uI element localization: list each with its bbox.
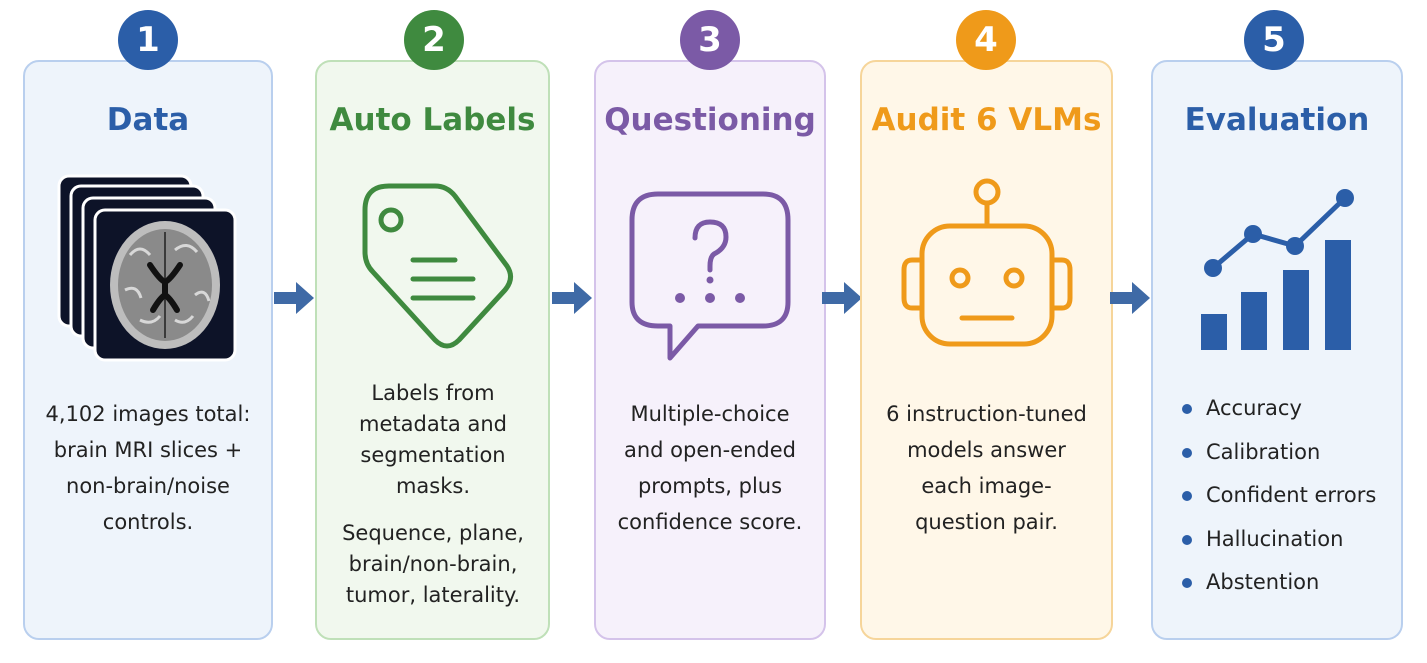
metric-item-hallucination: Hallucination bbox=[1178, 518, 1376, 562]
mri-stack-icon bbox=[57, 174, 237, 362]
tag-icon bbox=[362, 183, 513, 349]
arrow-right-icon bbox=[822, 282, 862, 314]
step-card-audit-vlms bbox=[860, 60, 1113, 640]
step-badge-4: 4 bbox=[956, 10, 1016, 70]
arrow-right-icon bbox=[552, 282, 592, 314]
step-title-data: Data bbox=[106, 102, 190, 138]
step-badge-1: 1 bbox=[118, 10, 178, 70]
metric-item-accuracy: Accuracy bbox=[1178, 387, 1376, 431]
bar-chart-trend-icon bbox=[1201, 189, 1354, 350]
step-badge-2: 2 bbox=[404, 10, 464, 70]
metric-item-calibration: Calibration bbox=[1178, 431, 1376, 475]
step-title-audit-vlms: Audit 6 VLMs bbox=[871, 102, 1102, 138]
step-title-evaluation: Evaluation bbox=[1184, 102, 1370, 138]
evaluation-metrics-list: Accuracy Calibration Confident errors Ha… bbox=[1178, 387, 1376, 605]
step-desc-questioning: Multiple-choice and open-ended prompts, … bbox=[617, 402, 803, 534]
metric-item-confident-errors: Confident errors bbox=[1178, 474, 1376, 518]
step-title-questioning: Questioning bbox=[604, 102, 816, 138]
step-desc-auto-labels-main: Labels from metadata and segmentation ma… bbox=[359, 381, 507, 498]
step-title-auto-labels: Auto Labels bbox=[329, 102, 536, 138]
step-desc-audit-vlms: 6 instruction-tuned models answer each i… bbox=[886, 402, 1087, 534]
robot-icon bbox=[901, 178, 1073, 347]
question-bubble-icon bbox=[629, 191, 791, 361]
step-badge-5: 5 bbox=[1244, 10, 1304, 70]
step-badge-3: 3 bbox=[680, 10, 740, 70]
metric-item-abstention: Abstention bbox=[1178, 561, 1376, 605]
step-desc-data: 4,102 images total: brain MRI slices + n… bbox=[45, 402, 251, 534]
step-card-questioning bbox=[594, 60, 826, 640]
step-desc-auto-labels-detail: Sequence, plane, brain/non-brain, tumor,… bbox=[342, 521, 524, 607]
step-desc-auto-labels: Labels from metadata and segmentation ma… bbox=[336, 378, 530, 611]
arrow-right-icon bbox=[1110, 282, 1150, 314]
arrow-right-icon bbox=[274, 282, 314, 314]
